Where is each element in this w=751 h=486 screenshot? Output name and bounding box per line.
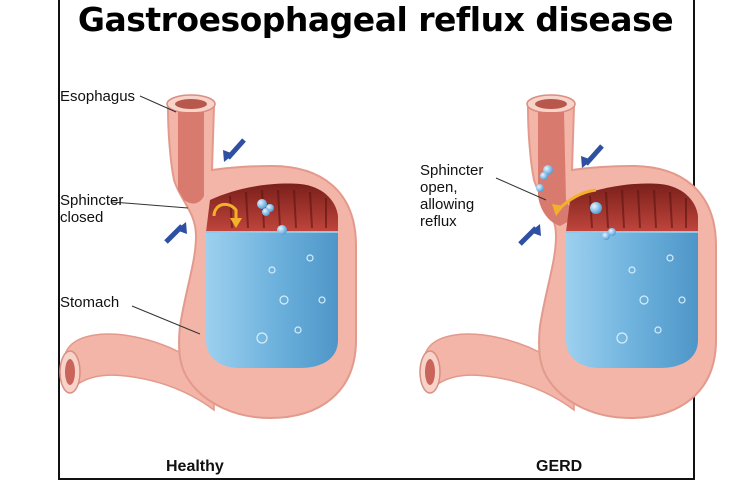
gerd-caption: GERD	[536, 458, 583, 475]
healthy-caption: Healthy	[166, 458, 224, 475]
healthy-pressure-arrows	[164, 138, 246, 244]
stomach-label: Stomach	[60, 294, 120, 311]
gerd-leader-lines	[495, 177, 547, 201]
diagram-title: Gastroesophageal reflux disease	[77, 0, 674, 39]
sphincter-closed-label: Sphincter closed	[60, 192, 124, 226]
sphincter-open-label: Sphincter open, allowing reflux	[420, 162, 484, 230]
esophagus-label: Esophagus	[60, 88, 136, 105]
gerd-stomach	[419, 94, 717, 420]
healthy-stomach	[59, 94, 357, 420]
gerd-pressure-arrows	[518, 144, 604, 246]
healthy-leader-lines	[111, 95, 201, 335]
